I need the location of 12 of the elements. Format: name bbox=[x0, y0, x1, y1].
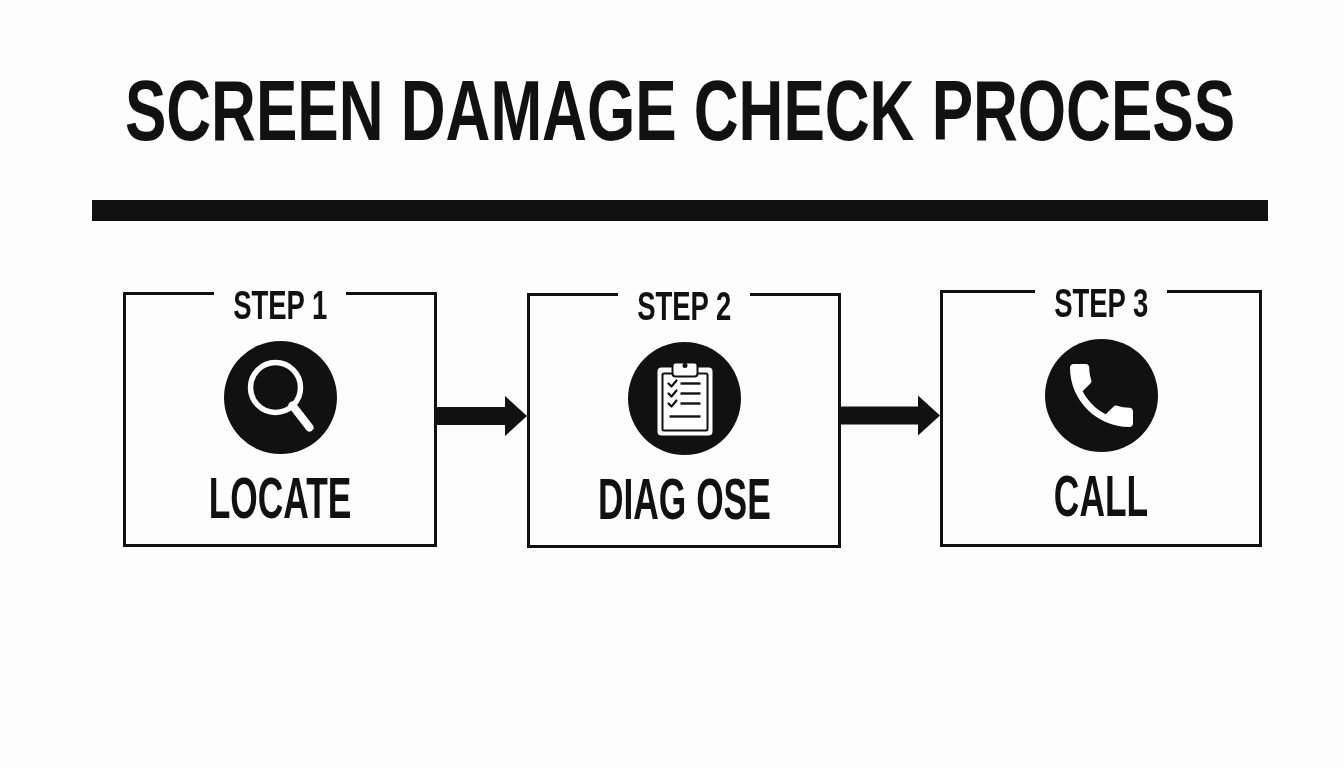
step-label: STEP 1 bbox=[232, 285, 328, 326]
step-box bbox=[527, 293, 841, 548]
step-box bbox=[940, 290, 1262, 547]
step-name: CALL bbox=[1053, 468, 1149, 525]
step-label: STEP 2 bbox=[636, 286, 732, 327]
arrow bbox=[841, 395, 940, 436]
step-box bbox=[123, 292, 437, 547]
step-name: LOCATE bbox=[208, 470, 352, 527]
arrow bbox=[437, 396, 527, 436]
step-label: STEP 3 bbox=[1053, 283, 1149, 324]
diagram-title: SCREEN DAMAGE CHECK PROCESS bbox=[124, 68, 1236, 153]
step-name: DIAG OSE bbox=[597, 471, 771, 528]
